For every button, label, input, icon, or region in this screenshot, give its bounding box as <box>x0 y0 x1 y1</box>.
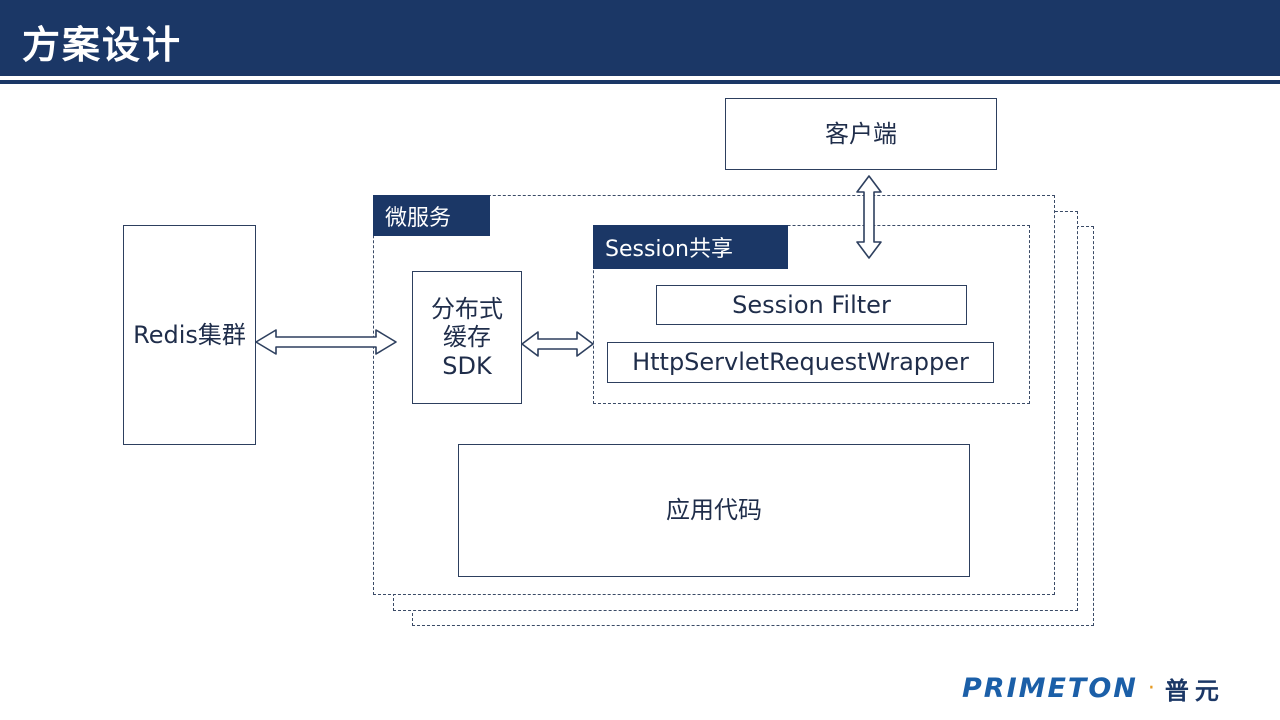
client-label: 客户端 <box>825 119 897 148</box>
session-filter-box: Session Filter <box>656 285 967 325</box>
logo-text-cn: 普元 <box>1164 676 1225 705</box>
app-code-label: 应用代码 <box>666 496 762 525</box>
client-session-arrow <box>856 175 882 259</box>
header-divider <box>0 80 1280 84</box>
cache-sdk-line-1: 分布式 <box>431 295 503 324</box>
redis-sdk-arrow <box>255 329 397 355</box>
app-code-box: 应用代码 <box>458 444 970 577</box>
request-wrapper-box: HttpServletRequestWrapper <box>607 342 994 383</box>
redis-cluster-box: Redis集群 <box>123 225 256 445</box>
primeton-logo: PRIMETON · 普元 <box>962 668 1225 708</box>
cache-sdk-box: 分布式 缓存 SDK <box>412 271 522 404</box>
page-title: 方案设计 <box>22 23 183 67</box>
session-share-tag: Session共享 <box>593 225 788 269</box>
microservice-tag: 微服务 <box>373 195 490 236</box>
sdk-session-arrow <box>521 331 594 357</box>
session-filter-label: Session Filter <box>732 290 891 319</box>
cache-sdk-line-3: SDK <box>442 351 492 380</box>
redis-cluster-label: Redis集群 <box>133 320 246 349</box>
client-box: 客户端 <box>725 98 997 170</box>
request-wrapper-label: HttpServletRequestWrapper <box>632 348 969 377</box>
logo-dot: · <box>1147 675 1155 701</box>
logo-text-en: PRIMETON <box>962 672 1138 704</box>
header-bar: 方案设计 <box>0 0 1280 76</box>
cache-sdk-line-2: 缓存 <box>443 323 491 352</box>
